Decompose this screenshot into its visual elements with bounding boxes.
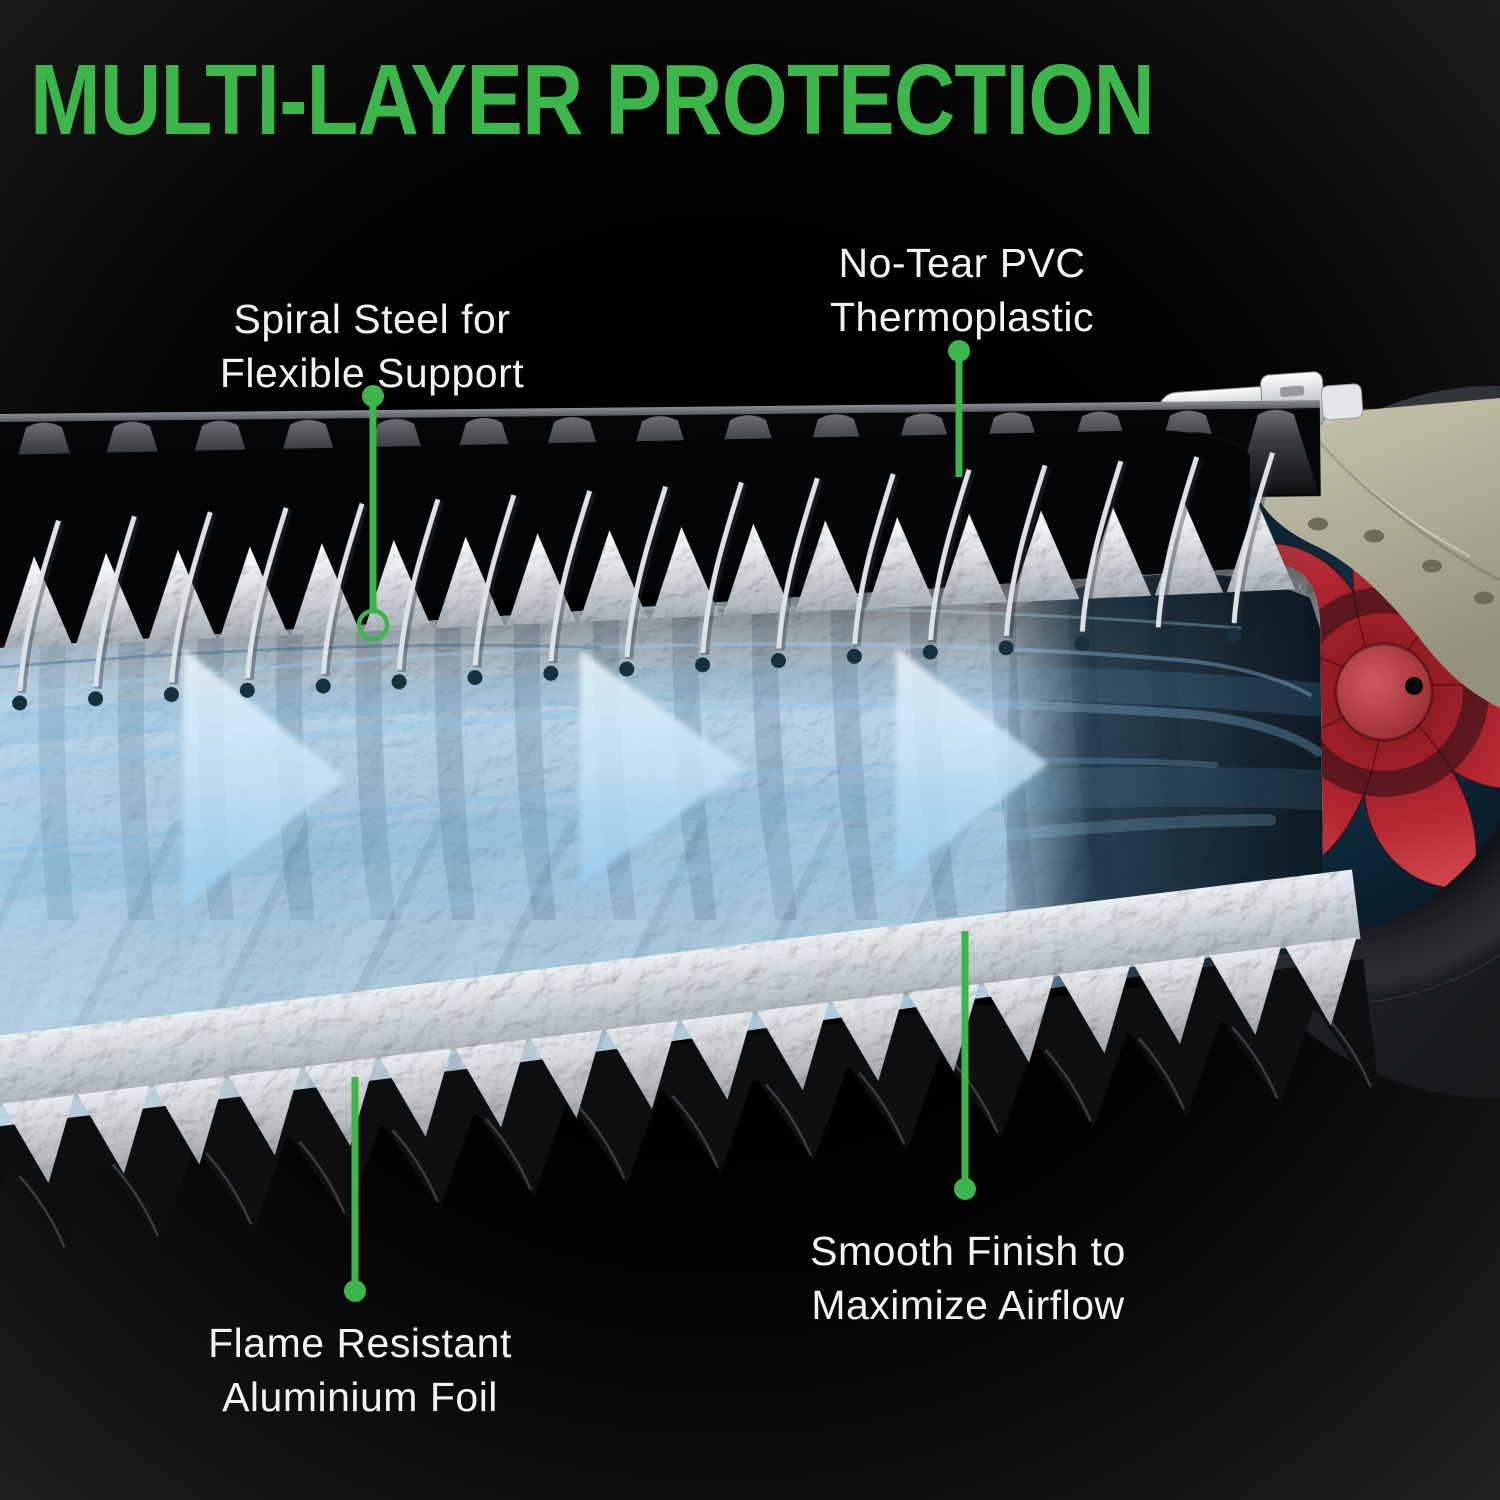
callout-no-tear-pvc: No-Tear PVC Thermoplastic: [830, 236, 1094, 344]
callout-label-line: Aluminium Foil: [222, 1374, 498, 1420]
spiral-steel-wires: [0, 448, 1296, 751]
callout-markers: [344, 340, 976, 1302]
callout-marker-no-tear-pvc: [948, 340, 970, 477]
page-title: MULTI-LAYER PROTECTION: [30, 44, 1155, 156]
callout-label-line: Spiral Steel for: [233, 296, 511, 342]
duct-foil-bottom: [0, 869, 1371, 1192]
flange-holes: [1308, 517, 1494, 605]
callout-flame-resistant: Flame Resistant Aluminium Foil: [208, 1316, 512, 1424]
impeller-hub: [1336, 644, 1432, 740]
callout-label-line: Thermoplastic: [830, 294, 1094, 340]
hub-hole: [1405, 677, 1423, 695]
callout-smooth-finish: Smooth Finish to Maximize Airflow: [810, 1224, 1126, 1332]
clamp-screw-slot: [1280, 385, 1305, 397]
callout-marker-flame-resistant: [344, 1077, 366, 1302]
callout-dot: [954, 1178, 976, 1200]
callout-ring: [356, 608, 390, 642]
callout-dot: [344, 1280, 366, 1302]
callout-dot: [948, 340, 970, 362]
callout-label-line: Flame Resistant: [208, 1320, 512, 1366]
callout-label-line: No-Tear PVC: [838, 240, 1086, 286]
callout-label-line: Smooth Finish to: [810, 1228, 1126, 1274]
callout-marker-spiral-steel: [356, 385, 390, 642]
airflow-arrow: [896, 648, 1048, 880]
callout-label-line: Maximize Airflow: [811, 1282, 1125, 1328]
callout-dot: [362, 385, 384, 407]
callout-label-line: Flexible Support: [219, 350, 525, 396]
callout-marker-smooth-finish: [954, 931, 976, 1200]
callout-spiral-steel: Spiral Steel for Flexible Support: [220, 292, 524, 400]
